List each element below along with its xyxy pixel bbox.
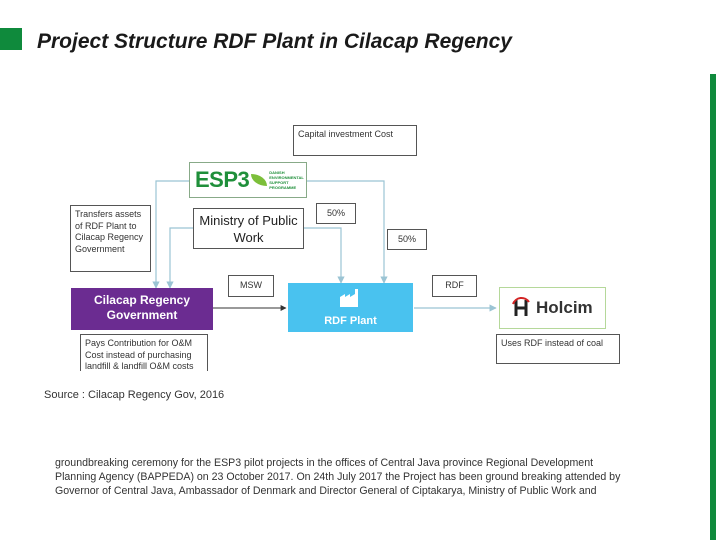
source-caption: Source : Cilacap Regency Gov, 2016 [44,389,225,401]
factory-icon [340,289,358,307]
pct-left-label: 50% [316,203,356,224]
esp3-to-rdf-line [307,180,388,284]
right-accent-bar [710,74,716,540]
esp3-logo-text: ESP3 [195,167,250,193]
body-paragraph: groundbreaking ceremony for the ESP3 pil… [55,457,621,497]
ministry-to-rdf-line [304,227,345,284]
rdf-plant-box: RDF Plant [288,283,413,332]
uses-rdf-box: Uses RDF instead of coal [496,334,620,364]
leaf-icon [251,174,268,186]
holcim-mark-icon [512,297,530,316]
title-accent-square [0,28,22,50]
page-title: Project Structure RDF Plant in Cilacap R… [37,30,512,53]
pays-contribution-box: Pays Contribution for O&M Cost instead o… [80,334,208,371]
capital-investment-box: Capital investment Cost [293,125,417,156]
ministry-box: Ministry of Public Work [193,208,304,249]
pct-right-label: 50% [387,229,427,250]
rdf-label: RDF [432,275,477,297]
esp3-logo-box: ESP3 DANISH ENVIRONMENTAL SUPPORT PROGRA… [189,162,307,198]
esp3-to-cilacap-line [152,180,189,289]
holcim-logo-box: Holcim [499,287,606,329]
esp3-subtitle: DANISH ENVIRONMENTAL SUPPORT PROGRAMME [269,170,304,190]
rdf-plant-label: RDF Plant [324,315,377,327]
ministry-to-cilacap-line [166,227,193,289]
cilacap-government-box: Cilacap Regency Government [71,288,213,330]
msw-label: MSW [228,275,274,297]
holcim-logo-text: Holcim [536,298,593,318]
transfers-box: Transfers assets of RDF Plant to Cilacap… [70,205,151,272]
